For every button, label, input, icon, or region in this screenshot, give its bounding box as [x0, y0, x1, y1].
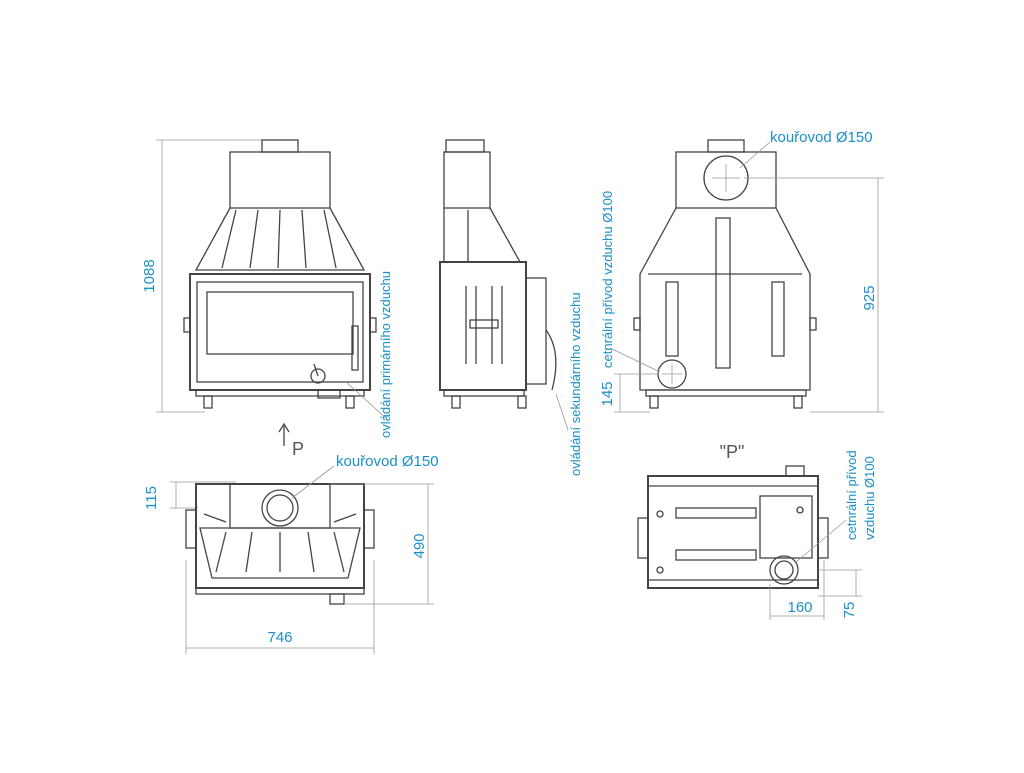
label-flue-top: kouřovod Ø150	[336, 453, 439, 470]
dim-depth-total: 490	[411, 533, 428, 558]
label-primary-air: ovládání primárního vzduchu	[378, 271, 393, 438]
dim-width-total: 746	[267, 629, 292, 646]
front-view: 1088 P ovládání primárního vzdu	[141, 139, 393, 459]
label-central-air-back: cetnrální přívod vzduchu Ø100	[600, 191, 615, 368]
dim-side-height: 925	[861, 285, 878, 310]
label-central-air-bottom-1: cetnrální přívod	[844, 450, 859, 540]
flue-circle-top	[261, 489, 299, 527]
dim-depth-top: 115	[143, 486, 160, 510]
top-view: 115 490 746 kouřovod Ø150	[143, 453, 439, 654]
label-flue-back: kouřovod Ø150	[770, 129, 873, 146]
view-title-p: "P"	[720, 442, 745, 462]
dim-height-total: 1088	[141, 259, 158, 292]
bottom-view: "P" 160 75 cetnrální přívod vzduchu Ø100	[637, 442, 877, 620]
view-marker-p: P	[292, 439, 304, 459]
air-inlet-circle-bottom	[769, 555, 799, 585]
back-view: 925 145 kouřovod Ø150 cetnrální přívod v…	[599, 129, 884, 413]
dim-side-bottom: 145	[599, 381, 616, 406]
side-view: ovládání sekundárního vzduchu	[439, 139, 583, 476]
dim-duct-offset-y: 75	[841, 602, 858, 619]
label-secondary-air: ovládání sekundárního vzduchu	[568, 292, 583, 476]
dim-duct-offset-x: 160	[787, 599, 812, 616]
label-central-air-bottom-2: vzduchu Ø100	[862, 456, 877, 540]
